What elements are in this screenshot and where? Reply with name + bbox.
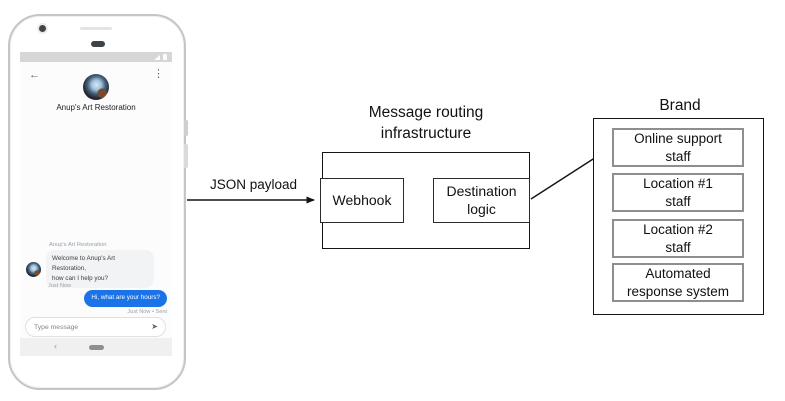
speaker-slot [91, 41, 105, 47]
brand-box-automated-response: Automated response system [612, 263, 744, 302]
destination-logic-box: Destination logic [433, 178, 530, 223]
payload-arrow-label: JSON payload [209, 177, 298, 192]
outgoing-message-bubble: Hi, what are your hours? [84, 290, 167, 307]
message-composer: ➤ [25, 317, 166, 337]
incoming-message-bubble: Welcome to Anup's Art Restoration, how c… [46, 250, 154, 289]
back-arrow-icon[interactable]: ← [29, 69, 40, 81]
chat-screen: ← ⋮ Anup's Art Restoration Anup's Art Re… [20, 62, 172, 338]
routing-title: Message routing infrastructure [368, 104, 484, 142]
earpiece-grille [80, 27, 112, 30]
android-nav-bar: ‹ [20, 338, 172, 356]
message-avatar [26, 262, 41, 277]
power-button [184, 120, 188, 136]
overflow-menu-icon[interactable]: ⋮ [153, 68, 164, 80]
sender-label: Anup's Art Restoration [49, 242, 107, 248]
front-camera-icon [39, 25, 46, 32]
send-icon[interactable]: ➤ [151, 322, 158, 331]
outgoing-timestamp: Just Now • Sent [127, 309, 167, 315]
phone-mockup: ← ⋮ Anup's Art Restoration Anup's Art Re… [8, 14, 188, 390]
signal-icon [154, 55, 160, 60]
brand-box-online-support: Online support staff [612, 128, 744, 167]
incoming-timestamp: Just Now [48, 283, 72, 289]
status-bar [20, 52, 172, 62]
avatar [83, 74, 109, 100]
home-indicator[interactable] [89, 345, 104, 350]
brand-title: Brand [659, 97, 701, 114]
brand-box-location-2: Location #2 staff [612, 219, 744, 258]
brand-box-location-1: Location #1 staff [612, 173, 744, 212]
volume-button [184, 144, 188, 168]
message-input[interactable] [26, 323, 152, 331]
battery-icon [163, 54, 167, 60]
webhook-box: Webhook [320, 178, 404, 223]
nav-back-icon[interactable]: ‹ [54, 341, 57, 351]
conversation-title: Anup's Art Restoration [56, 103, 136, 112]
